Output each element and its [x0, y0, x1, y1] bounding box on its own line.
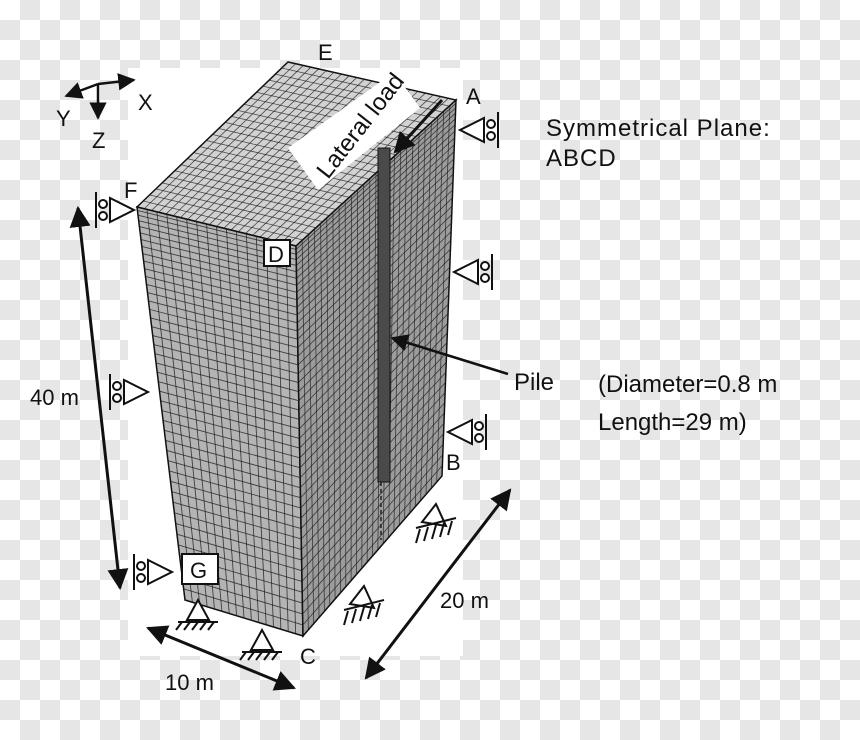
pile-diameter-label: (Diameter=0.8 m — [598, 371, 777, 398]
symmetry-line-1: Symmetrical Plane: — [546, 115, 771, 142]
axis-z-label: Z — [92, 128, 105, 153]
point-g-box — [181, 553, 219, 585]
point-c-label: C — [300, 644, 316, 669]
pile-length-label: Length=29 m) — [598, 409, 747, 436]
pile-callout: Pile (Diameter=0.8 m Length=29 m) — [390, 334, 777, 436]
point-b-label: B — [446, 450, 461, 475]
symmetry-line-2: ABCD — [546, 145, 617, 172]
point-d-box — [263, 239, 291, 267]
roller-support — [133, 554, 175, 590]
dimension-lines: 40 m 10 m 20 m — [30, 205, 512, 695]
pile — [377, 147, 391, 483]
width-dimension-line — [146, 625, 296, 691]
point-g-label: G — [190, 558, 207, 583]
axis-x-label: X — [138, 90, 153, 115]
coordinate-axes: X Y Z — [56, 73, 153, 153]
width-dimension-label: 10 m — [165, 670, 214, 695]
roller-support — [445, 414, 487, 450]
roller-support — [457, 112, 499, 148]
lateral-load-label-box — [288, 72, 420, 190]
roller-supports — [95, 112, 499, 590]
axis-y-label: Y — [56, 106, 71, 131]
point-f-label: F — [124, 178, 137, 203]
pile-label: Pile — [514, 369, 554, 396]
point-e-label: E — [318, 40, 333, 65]
pile-leader-line — [390, 334, 509, 376]
point-d-label: D — [268, 242, 284, 267]
height-dimension-line — [69, 205, 129, 591]
point-a-label: A — [466, 84, 481, 109]
lateral-load-arrow — [393, 98, 444, 154]
height-dimension-label: 40 m — [30, 385, 79, 410]
symmetry-note: Symmetrical Plane: ABCD — [546, 115, 771, 172]
depth-dimension-label: 20 m — [440, 588, 489, 613]
roller-support — [451, 254, 493, 290]
depth-dimension-line — [364, 488, 512, 680]
point-labels: E A F D B G C — [124, 40, 481, 669]
